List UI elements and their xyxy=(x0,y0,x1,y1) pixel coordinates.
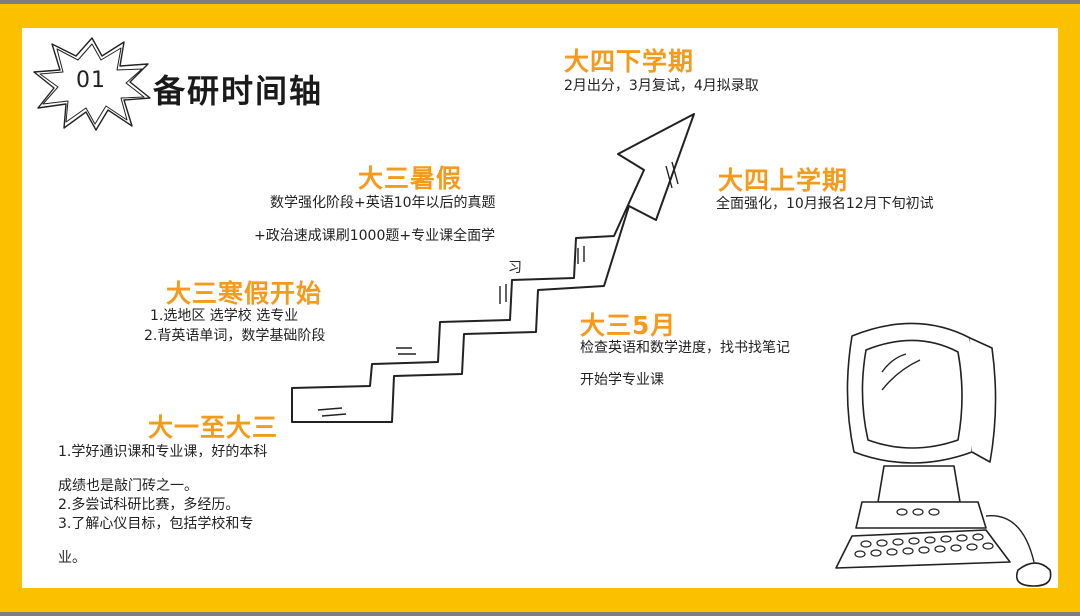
starburst-badge-icon xyxy=(33,37,151,131)
stage-4-line-2: 开始学专业课 xyxy=(580,372,664,388)
rising-arrow-icon xyxy=(291,113,695,423)
stage-1-line-2: 成绩也是敲门砖之一。 xyxy=(58,478,198,494)
slide-canvas: 01 备研时间轴 xyxy=(22,28,1058,588)
stage-heading-6: 大四下学期 xyxy=(564,47,695,76)
stage-1-line-5: 业。 xyxy=(58,550,86,566)
stage-3-line-3: 习 xyxy=(508,260,522,276)
stage-heading-5: 大四上学期 xyxy=(718,166,849,195)
stage-heading-1: 大一至大三 xyxy=(148,413,279,442)
stage-4-line-1: 检查英语和数学进度，找书找笔记 xyxy=(580,340,790,356)
stage-6-line-1: 2月出分，3月复试，4月拟录取 xyxy=(564,78,759,94)
section-number: 01 xyxy=(76,68,106,93)
stage-3-line-2: +政治速成课刷1000题+专业课全面学 xyxy=(254,228,496,244)
top-border-line xyxy=(0,0,1080,4)
stage-2-line-1: 1.选地区 选学校 选专业 xyxy=(150,308,299,324)
stage-3-line-1: 数学强化阶段+英语10年以后的真题 xyxy=(270,195,496,211)
stage-heading-3: 大三暑假 xyxy=(358,164,463,193)
stage-5-line-1: 全面强化，10月报名12月下旬初试 xyxy=(716,196,934,212)
stage-1-line-3: 2.多尝试科研比赛，多经历。 xyxy=(58,497,240,513)
computer-icon xyxy=(835,322,1052,587)
stage-heading-2: 大三寒假开始 xyxy=(166,279,323,308)
page-title: 备研时间轴 xyxy=(153,72,324,110)
stage-heading-4: 大三5月 xyxy=(580,311,677,340)
stage-2-line-2: 2.背英语单词，数学基础阶段 xyxy=(144,328,326,344)
bottom-border-line xyxy=(0,612,1080,616)
stage-1-line-1: 1.学好通识课和专业课，好的本科 xyxy=(58,444,268,460)
stage-1-line-4: 3.了解心仪目标，包括学校和专 xyxy=(58,516,254,532)
